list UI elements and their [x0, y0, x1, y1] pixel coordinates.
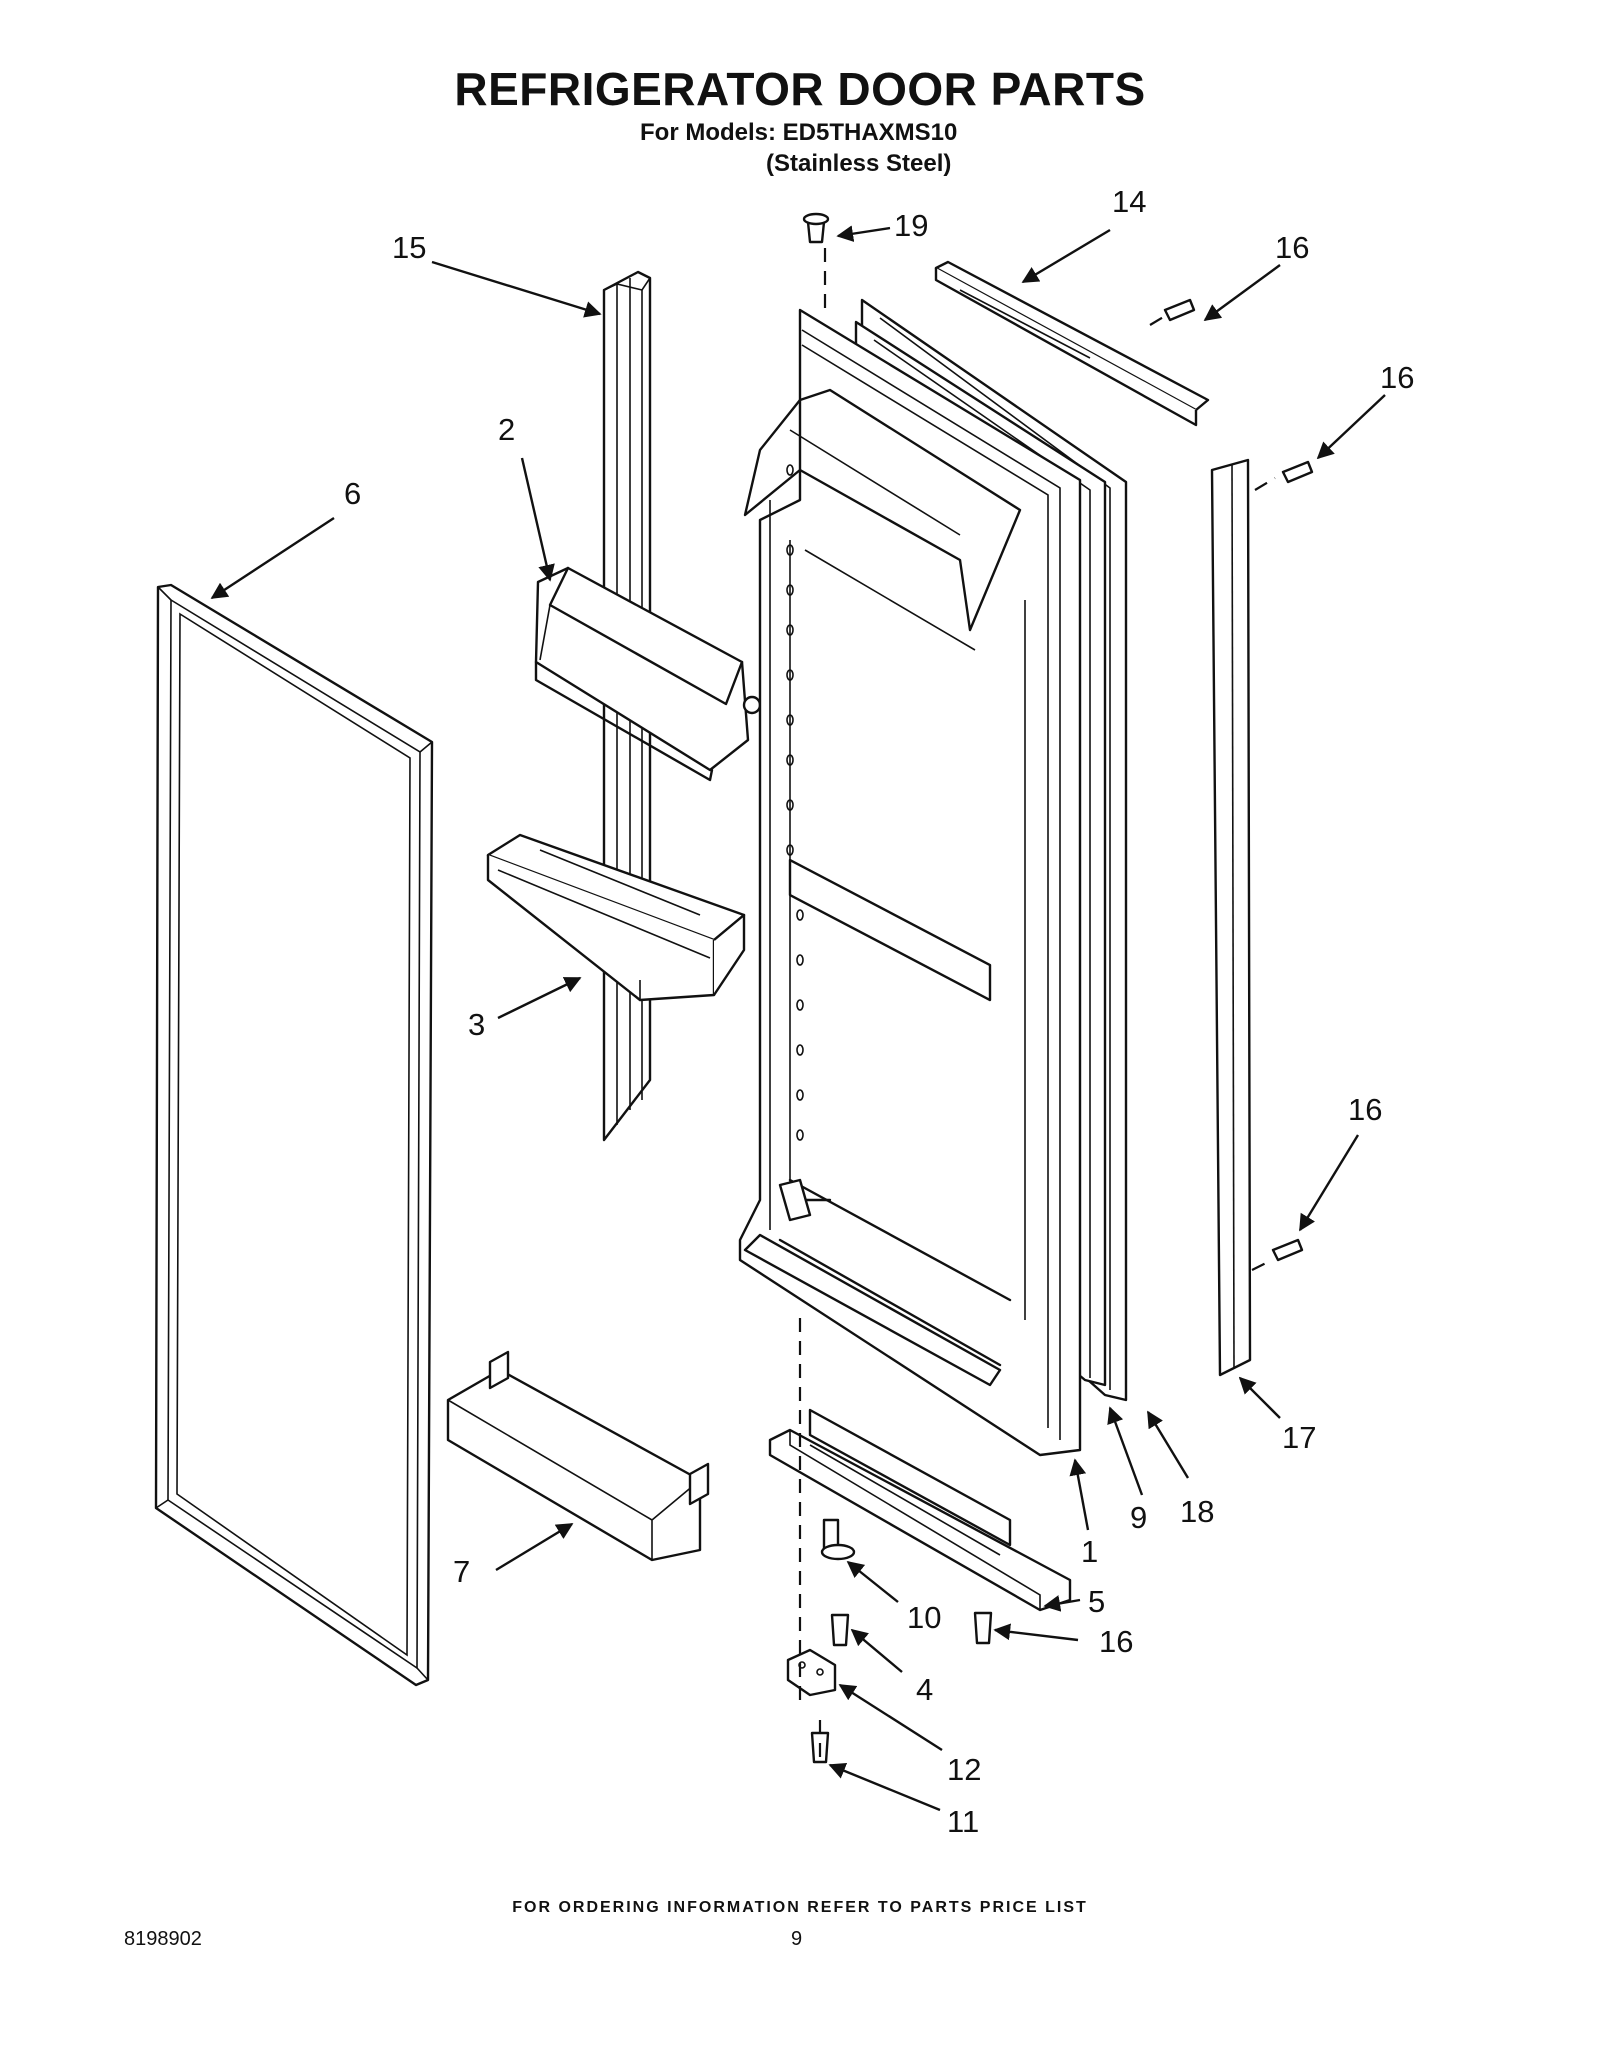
bottom-cap-part — [768, 1408, 1072, 1612]
callout-labels: 15 19 14 16 16 2 6 3 16 17 7 1 9 18 5 10… — [344, 184, 1414, 1839]
hinge-bracket-part — [786, 1648, 837, 1697]
models-block: For Models: ED5THAXMS10 (Stainless Steel… — [640, 117, 957, 179]
lower-door-bin-part — [446, 1350, 710, 1562]
callout-6: 6 — [344, 476, 361, 511]
callout-16-top: 16 — [1275, 230, 1309, 265]
callout-7: 7 — [453, 1554, 470, 1589]
callout-19: 19 — [894, 208, 928, 243]
shelf-support-holes — [786, 464, 804, 1141]
callout-16-lower: 16 — [1348, 1092, 1382, 1127]
door-top-cap-part — [934, 260, 1210, 427]
document-number: 8198902 — [124, 1928, 202, 1950]
door-liner-part — [738, 308, 1082, 1457]
page-title: REFRIGERATOR DOOR PARTS — [454, 63, 1146, 115]
callout-3: 3 — [468, 1007, 485, 1042]
callout-9: 9 — [1130, 1500, 1147, 1535]
callout-15: 15 — [392, 230, 426, 265]
page-number: 9 — [791, 1928, 803, 1950]
door-gasket-part — [154, 583, 434, 1687]
finish-line: (Stainless Steel) — [766, 150, 952, 177]
callout-5: 5 — [1088, 1584, 1105, 1619]
callout-12: 12 — [947, 1752, 981, 1787]
ordering-note: FOR ORDERING INFORMATION REFER TO PARTS … — [512, 1899, 1088, 1916]
assembly-lines — [798, 248, 1276, 1765]
callout-1: 1 — [1081, 1534, 1098, 1569]
callout-17: 17 — [1282, 1420, 1316, 1455]
door-side-trim-part — [1210, 458, 1252, 1377]
hinge-pin-part — [820, 1518, 856, 1561]
callout-4: 4 — [916, 1672, 933, 1707]
callout-16-bottom: 16 — [1099, 1624, 1133, 1659]
leader-lines — [210, 225, 1386, 1812]
callout-16-upper: 16 — [1380, 360, 1414, 395]
door-bin-part — [486, 833, 746, 1002]
callout-18: 18 — [1180, 1494, 1214, 1529]
callout-14: 14 — [1112, 184, 1146, 219]
callout-10: 10 — [907, 1600, 941, 1635]
callout-2: 2 — [498, 412, 515, 447]
callout-11: 11 — [947, 1804, 979, 1839]
models-line: For Models: ED5THAXMS10 — [640, 119, 958, 146]
